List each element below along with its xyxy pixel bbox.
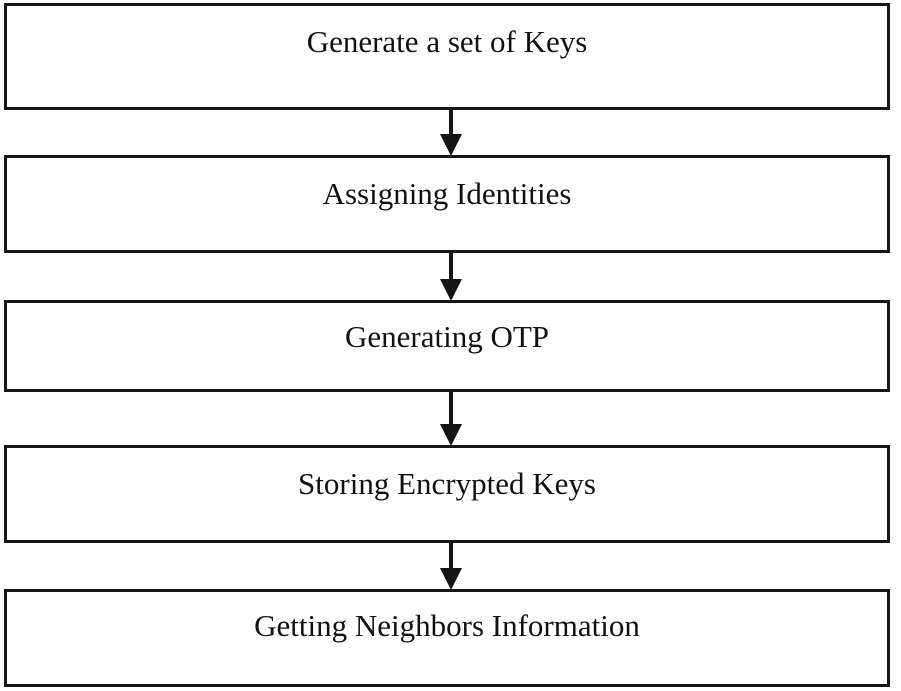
arrow-down-icon bbox=[438, 110, 464, 156]
step-label: Storing Encrypted Keys bbox=[298, 466, 596, 501]
step-box-generating-otp: Generating OTP bbox=[4, 300, 890, 392]
arrow-down-icon bbox=[438, 543, 464, 590]
step-label: Generating OTP bbox=[344, 319, 550, 354]
step-label: Assigning Identities bbox=[322, 176, 572, 211]
step-label: Getting Neighbors Information bbox=[254, 608, 640, 643]
step-box-generate-keys: Generate a set of Keys bbox=[4, 3, 890, 110]
arrow-down-icon bbox=[438, 392, 464, 446]
step-label: Generate a set of Keys bbox=[306, 24, 588, 59]
step-box-getting-neighbors-information: Getting Neighbors Information bbox=[4, 589, 890, 687]
step-box-assigning-identities: Assigning Identities bbox=[4, 155, 890, 253]
arrow-down-icon bbox=[438, 253, 464, 301]
step-box-storing-encrypted-keys: Storing Encrypted Keys bbox=[4, 445, 890, 543]
